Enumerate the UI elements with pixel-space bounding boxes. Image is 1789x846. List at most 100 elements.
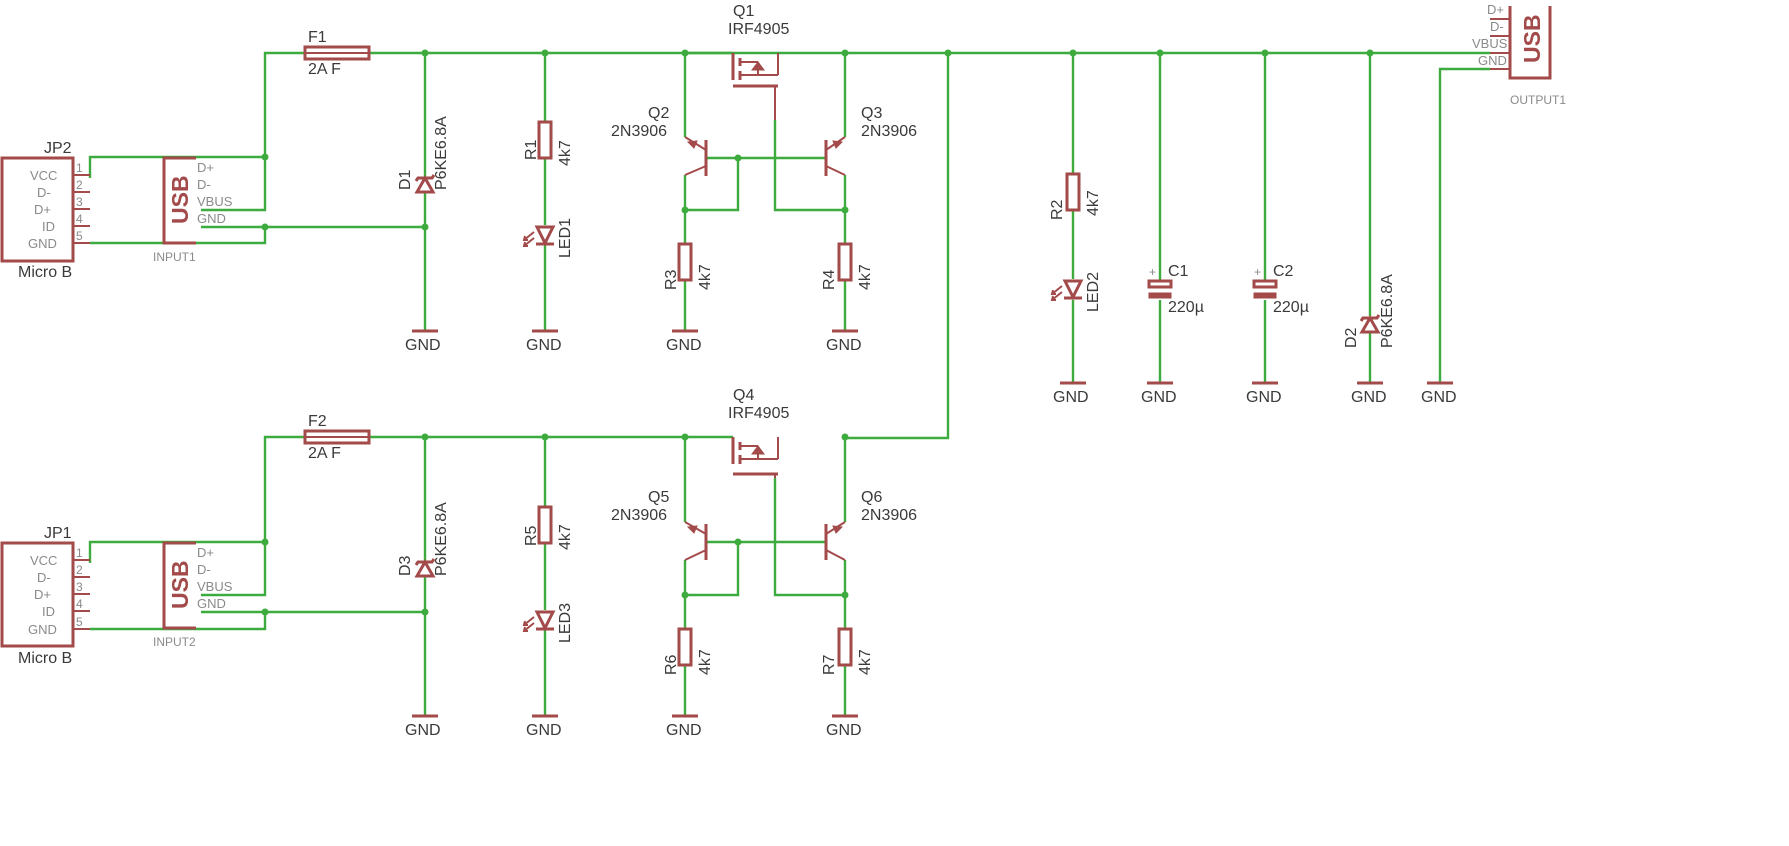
input2-pin-dplus: D+	[197, 545, 214, 560]
input1-pin-dminus: D-	[197, 177, 211, 192]
resistor-r2: R2 4k7	[1049, 172, 1102, 220]
fuse-f1: F1 2A F	[303, 29, 371, 78]
d2-value: P6KE6.8A	[1379, 274, 1396, 348]
svg-text:GND: GND	[405, 722, 441, 739]
jp1-value: Micro B	[18, 650, 72, 667]
jp1-num-4: 4	[76, 597, 83, 611]
output1-pin-dminus: D-	[1490, 19, 1504, 34]
tvs-diode-d1: D1 P6KE6.8A	[397, 116, 450, 194]
input1-pin-vbus: VBUS	[197, 194, 233, 209]
r1-ref: R1	[523, 139, 540, 160]
d1-value: P6KE6.8A	[433, 116, 450, 190]
f1-ref: F1	[308, 29, 327, 46]
q4-ref: Q4	[733, 387, 754, 404]
junction-dots	[261, 49, 1374, 616]
usb-input2: USB D+ D- VBUS GND INPUT2	[153, 541, 233, 649]
q6-value: 2N3906	[861, 507, 917, 524]
f2-ref: F2	[308, 413, 327, 430]
r7-ref: R7	[821, 654, 838, 675]
input2-usb-text: USB	[167, 560, 193, 609]
tvs-diode-d2: D2 P6KE6.8A	[1343, 274, 1396, 348]
q2-ref: Q2	[648, 105, 669, 122]
resistor-r1: R1 4k7	[523, 120, 574, 166]
input1-usb-text: USB	[167, 175, 193, 224]
jp2-num-4: 4	[76, 212, 83, 226]
svg-text:GND: GND	[1351, 389, 1387, 406]
usb-output1: USB D+ D- VBUS GND OUTPUT1	[1472, 2, 1566, 107]
r5-ref: R5	[523, 525, 540, 546]
jp1-num-2: 2	[76, 563, 83, 577]
svg-text:GND: GND	[826, 337, 862, 354]
output1-name: OUTPUT1	[1510, 93, 1566, 107]
usb-input1: USB D+ D- VBUS GND INPUT1	[153, 156, 233, 264]
svg-text:GND: GND	[526, 722, 562, 739]
resistor-r3: R3 4k7	[663, 242, 714, 290]
c1-ref: C1	[1168, 263, 1189, 280]
pnp-q2: Q2 2N3906	[611, 105, 708, 176]
d1-ref: D1	[397, 169, 414, 190]
svg-text:GND: GND	[1246, 389, 1282, 406]
input2-name: INPUT2	[153, 635, 196, 649]
d3-value: P6KE6.8A	[433, 502, 450, 576]
led3-ref: LED3	[557, 603, 574, 643]
gnd-r7: GND	[826, 714, 862, 739]
q3-value: 2N3906	[861, 123, 917, 140]
jp2-num-5: 5	[76, 229, 83, 243]
jp1-num-3: 3	[76, 580, 83, 594]
gnd-output: GND	[1421, 381, 1457, 406]
capacitor-c2: + C2 220µ	[1252, 263, 1309, 316]
pnp-q5: Q5 2N3906	[611, 489, 708, 561]
gnd-d1: GND	[405, 329, 441, 354]
ground-symbols: GND GND GND GND GND GND GND GND	[405, 329, 1457, 739]
gnd-r3: GND	[666, 329, 702, 354]
d3-ref: D3	[397, 555, 414, 576]
r1-value: 4k7	[557, 140, 574, 166]
q5-ref: Q5	[648, 489, 669, 506]
gnd-led2: GND	[1053, 381, 1089, 406]
jp2-pin-vcc: VCC	[30, 168, 57, 183]
c1-plus: +	[1149, 265, 1156, 279]
svg-text:GND: GND	[666, 337, 702, 354]
f1-value: 2A F	[308, 61, 341, 78]
d2-ref: D2	[1343, 327, 1360, 348]
r7-value: 4k7	[857, 649, 874, 675]
pnp-q6: Q6 2N3906	[824, 489, 917, 561]
q1-ref: Q1	[733, 3, 754, 20]
r3-value: 4k7	[697, 264, 714, 290]
resistor-r5: R5 4k7	[523, 505, 574, 550]
jp1-pin-dplus: D+	[34, 587, 51, 602]
svg-text:GND: GND	[1421, 389, 1457, 406]
resistor-r7: R7 4k7	[821, 627, 874, 675]
input1-pin-gnd: GND	[197, 211, 226, 226]
gnd-led3: GND	[526, 714, 562, 739]
jp2-pin-dplus: D+	[34, 202, 51, 217]
r4-value: 4k7	[857, 264, 874, 290]
r6-ref: R6	[663, 654, 680, 675]
input2-pin-gnd: GND	[197, 596, 226, 611]
gnd-d2: GND	[1351, 381, 1387, 406]
c2-value: 220µ	[1273, 299, 1309, 316]
jp2-pin-id: ID	[42, 219, 55, 234]
led-led1: LED1	[522, 218, 574, 258]
input2-pin-dminus: D-	[197, 562, 211, 577]
jp2-pin-dminus: D-	[37, 185, 51, 200]
capacitor-c1: + C1 220µ	[1147, 263, 1204, 316]
output1-pin-gnd: GND	[1478, 53, 1507, 68]
jp2-value: Micro B	[18, 264, 72, 281]
r2-value: 4k7	[1085, 190, 1102, 216]
jp1-num-5: 5	[76, 615, 83, 629]
svg-text:GND: GND	[826, 722, 862, 739]
r4-ref: R4	[821, 269, 838, 290]
r2-ref: R2	[1049, 199, 1066, 220]
jp1-pin-id: ID	[42, 604, 55, 619]
wires	[88, 51, 1490, 715]
r5-value: 4k7	[557, 524, 574, 550]
f2-value: 2A F	[308, 445, 341, 462]
q3-ref: Q3	[861, 105, 882, 122]
led2-ref: LED2	[1085, 272, 1102, 312]
led-led2: LED2	[1050, 272, 1102, 312]
connector-jp2: JP2 Micro B VCC D- D+ ID GND 1 2 3 4 5	[0, 140, 90, 281]
jp1-num-1: 1	[76, 546, 83, 560]
resistor-r6: R6 4k7	[663, 627, 714, 675]
q6-ref: Q6	[861, 489, 882, 506]
